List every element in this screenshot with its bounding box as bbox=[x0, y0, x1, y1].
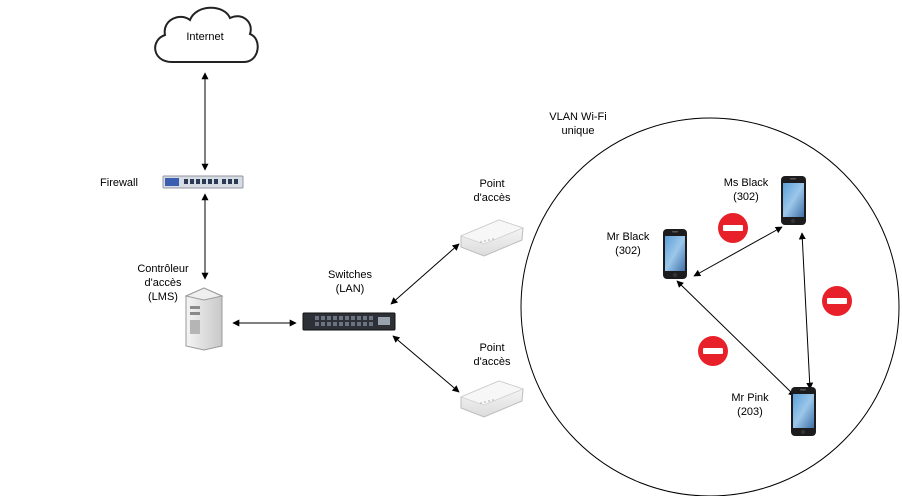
vlan-label: VLAN Wi-Fi unique bbox=[549, 111, 607, 137]
access-point-label-bottom: Point d'accès bbox=[473, 342, 511, 368]
access-point-icon bbox=[459, 219, 525, 257]
link-switch-ap-bottom bbox=[392, 335, 460, 393]
smartphone-icon bbox=[791, 387, 816, 436]
access-point-icon bbox=[459, 380, 525, 418]
smartphone-icon bbox=[663, 229, 687, 279]
vlan-circle bbox=[520, 117, 900, 496]
no-entry-icon bbox=[718, 213, 748, 243]
firewall-label: Firewall bbox=[100, 177, 138, 189]
mr-pink-label: Mr Pink (203) bbox=[731, 392, 769, 418]
link-switch-ap-top bbox=[390, 243, 460, 305]
network-switch-icon bbox=[302, 312, 396, 331]
firewall-appliance-icon bbox=[162, 175, 244, 189]
link-msblack-mrpink bbox=[798, 232, 814, 390]
no-entry-icon bbox=[822, 286, 852, 316]
internet-label: Internet bbox=[186, 31, 224, 43]
switches-label: Switches (LAN) bbox=[327, 269, 373, 295]
controller-label: Contrôleur d'accès (LMS) bbox=[137, 263, 189, 303]
smartphone-icon bbox=[781, 176, 806, 225]
mr-black-label: Mr Black (302) bbox=[606, 231, 650, 257]
cloud-icon bbox=[154, 6, 259, 63]
no-entry-icon bbox=[698, 336, 728, 366]
connections bbox=[201, 72, 814, 397]
link-mrblack-msblack bbox=[693, 226, 783, 277]
server-icon bbox=[184, 287, 224, 351]
access-point-label-top: Point d'accès bbox=[473, 178, 511, 204]
link-mrblack-mrpink bbox=[676, 280, 796, 397]
ms-black-label: Ms Black (302) bbox=[723, 177, 769, 203]
